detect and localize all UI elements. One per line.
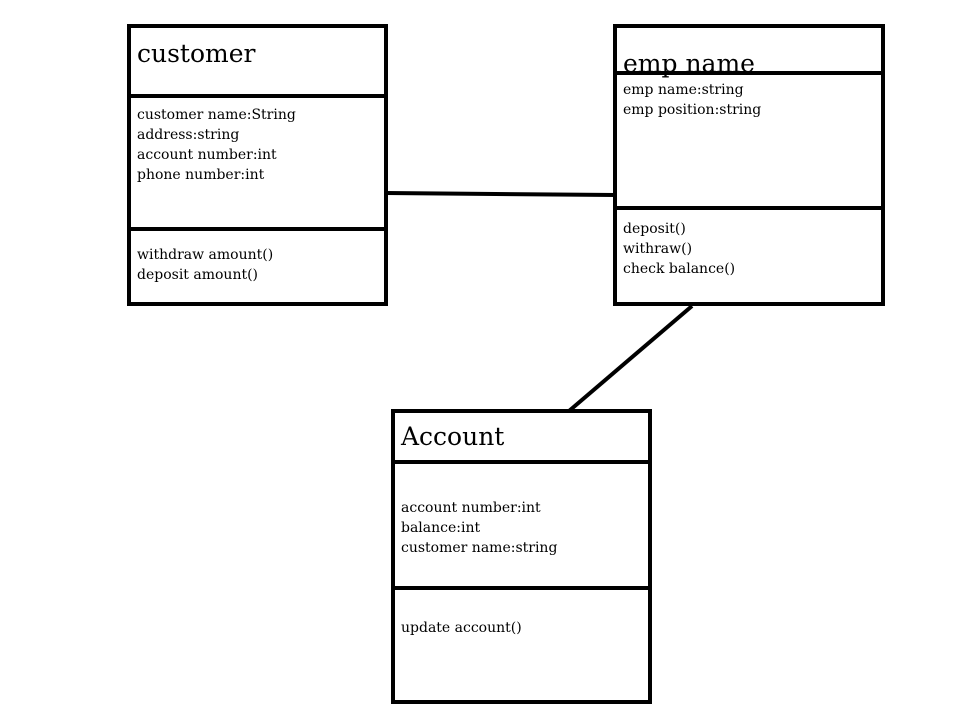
emp-method: check balance() xyxy=(623,261,736,277)
account-class-name: Account xyxy=(401,422,505,451)
customer-method: deposit amount() xyxy=(137,267,259,283)
emp-attribute: emp position:string xyxy=(623,102,762,118)
customer-attribute: account number:int xyxy=(137,147,277,163)
customer-attribute: customer name:String xyxy=(137,107,296,123)
emp-name-divider xyxy=(613,71,885,75)
account-name-divider xyxy=(391,460,652,464)
account-attributes: account number:int balance:int customer … xyxy=(401,498,557,558)
account-attribute: customer name:string xyxy=(401,540,558,556)
customer-class-name: customer xyxy=(137,39,256,68)
customer-attributes: customer name:String address:string acco… xyxy=(137,105,296,185)
emp-method: deposit() xyxy=(623,221,686,237)
customer-attribute: phone number:int xyxy=(137,167,265,183)
customer-emp-association xyxy=(385,191,616,197)
account-method: update account() xyxy=(401,620,522,636)
customer-methods: withdraw amount() deposit amount() xyxy=(137,245,273,285)
account-attributes-divider xyxy=(391,586,652,590)
customer-name-divider xyxy=(127,94,388,98)
account-class: Account account number:int balance:int c… xyxy=(391,409,652,704)
emp-account-association xyxy=(567,304,694,413)
account-attribute: balance:int xyxy=(401,520,481,536)
emp-attribute: emp name:string xyxy=(623,82,744,98)
account-methods: update account() xyxy=(401,618,522,638)
emp-class: emp name emp name:string emp position:st… xyxy=(613,24,885,306)
customer-method: withdraw amount() xyxy=(137,247,274,263)
emp-attributes-divider xyxy=(613,206,885,210)
customer-attribute: address:string xyxy=(137,127,240,143)
emp-attributes: emp name:string emp position:string xyxy=(623,80,761,120)
emp-method: withraw() xyxy=(623,241,693,257)
customer-class: customer customer name:String address:st… xyxy=(127,24,388,306)
account-attribute: account number:int xyxy=(401,500,541,516)
emp-methods: deposit() withraw() check balance() xyxy=(623,219,735,279)
customer-attributes-divider xyxy=(127,227,388,231)
